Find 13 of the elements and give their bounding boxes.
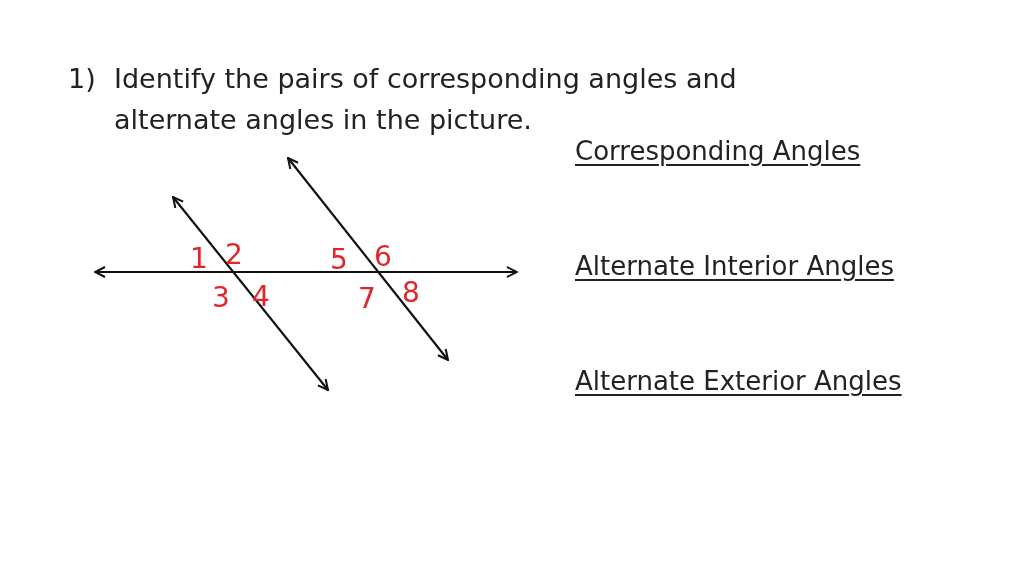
question-text: Identify the pairs of corresponding angles and alternate angles in the picture. <box>114 62 738 137</box>
angle-number: 8 <box>402 276 420 309</box>
section-heading: Alternate Exterior Angles <box>575 366 902 396</box>
angle-number: 2 <box>225 238 243 271</box>
section-heading: Corresponding Angles <box>575 136 861 166</box>
question-number: 1) <box>68 62 97 96</box>
angle-number: 7 <box>358 282 376 315</box>
angle-number: 5 <box>330 243 348 276</box>
angle-number: 4 <box>252 280 270 313</box>
angle-number: 3 <box>212 281 230 314</box>
angle-number: 1 <box>190 242 208 275</box>
section-heading: Alternate Interior Angles <box>575 251 894 281</box>
angle-number: 6 <box>374 240 392 273</box>
